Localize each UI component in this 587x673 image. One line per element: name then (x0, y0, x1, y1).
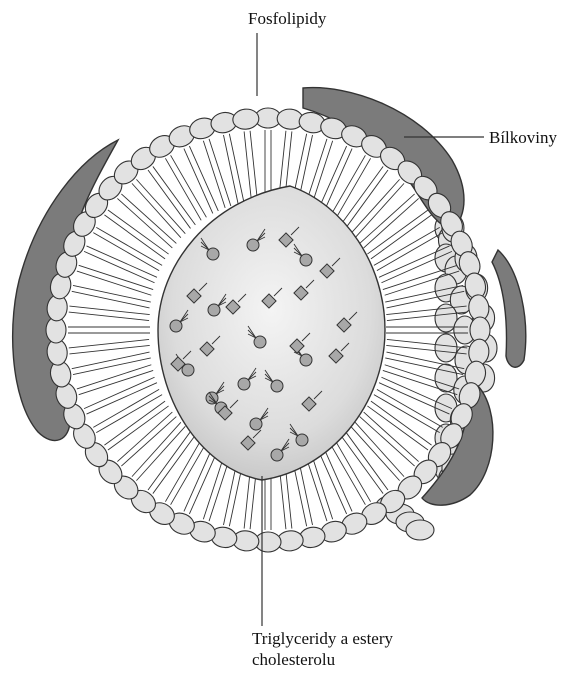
phospholipid-tail (153, 166, 195, 224)
phospholipid-tail (250, 131, 257, 201)
phospholipid-tail (84, 251, 154, 282)
phospholipid-tail (335, 440, 371, 502)
phospholipid-tail (341, 435, 383, 493)
phospholipid-tail (108, 406, 169, 450)
phospholipid-tail (318, 449, 347, 514)
phospholipid-tail (93, 233, 159, 271)
phospholipid-tail (341, 166, 383, 224)
phospholipid-tail (367, 406, 428, 450)
phospholipid-tail (87, 383, 157, 414)
phospholipid-tail (311, 452, 333, 519)
phospholipid-tail (121, 417, 176, 466)
phospholipid-tail (377, 389, 443, 427)
phospholipid-tail (189, 449, 218, 514)
proteins-label: Bílkoviny (489, 128, 558, 147)
phospholipid-tail (165, 158, 201, 220)
phospholipid-tail (360, 194, 415, 243)
phospholipid-tail (77, 365, 151, 389)
core-label-line2: cholesterolu (252, 650, 336, 669)
protein-patch-bottom-right (422, 386, 493, 505)
phospholipid-tail (108, 210, 169, 254)
phospholipid-tail (318, 146, 347, 211)
phospholipid-tail (121, 194, 176, 243)
phospholipid-tail (153, 435, 195, 493)
phospholipid-tail (87, 246, 157, 277)
phospholipid-tail (377, 233, 443, 271)
phospholipid-tail (223, 135, 238, 204)
phospholipid-tail (367, 210, 428, 254)
phospholipid-tail (229, 134, 244, 203)
phospholipids-label: Fosfolipidy (248, 9, 327, 28)
phospholipid-tail (244, 131, 251, 201)
phospholipid-tail (209, 139, 231, 206)
phospholipid-head (435, 334, 457, 362)
phospholipid-tail (165, 440, 201, 502)
phospholipid-tail (77, 271, 151, 295)
phospholipid-tail (189, 146, 218, 211)
phospholipid-head (406, 520, 434, 540)
phospholipid-tail (335, 158, 371, 220)
phospholipid-head (232, 108, 260, 131)
phospholipid-tail (203, 141, 225, 208)
phospholipid-tail (360, 417, 415, 466)
core (158, 186, 385, 480)
core-label-line1: Triglyceridy a estery (252, 629, 394, 648)
phospholipid-tail (93, 389, 159, 427)
phospholipid-tail (84, 377, 154, 408)
